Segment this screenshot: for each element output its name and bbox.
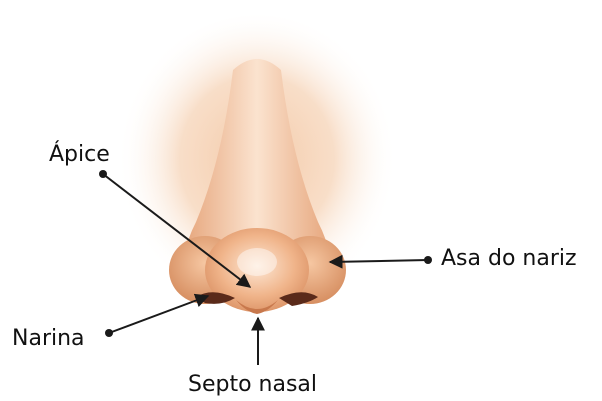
asa-dot	[424, 256, 432, 264]
label-septo-nasal: Septo nasal	[188, 374, 317, 396]
label-apice: Ápice	[49, 144, 110, 166]
narina-leader	[109, 296, 208, 333]
label-narina: Narina	[12, 328, 85, 350]
apice-dot	[99, 170, 107, 178]
tip-highlight	[237, 248, 277, 276]
label-asa-do-nariz: Asa do nariz	[441, 248, 577, 270]
narina-dot	[105, 329, 113, 337]
